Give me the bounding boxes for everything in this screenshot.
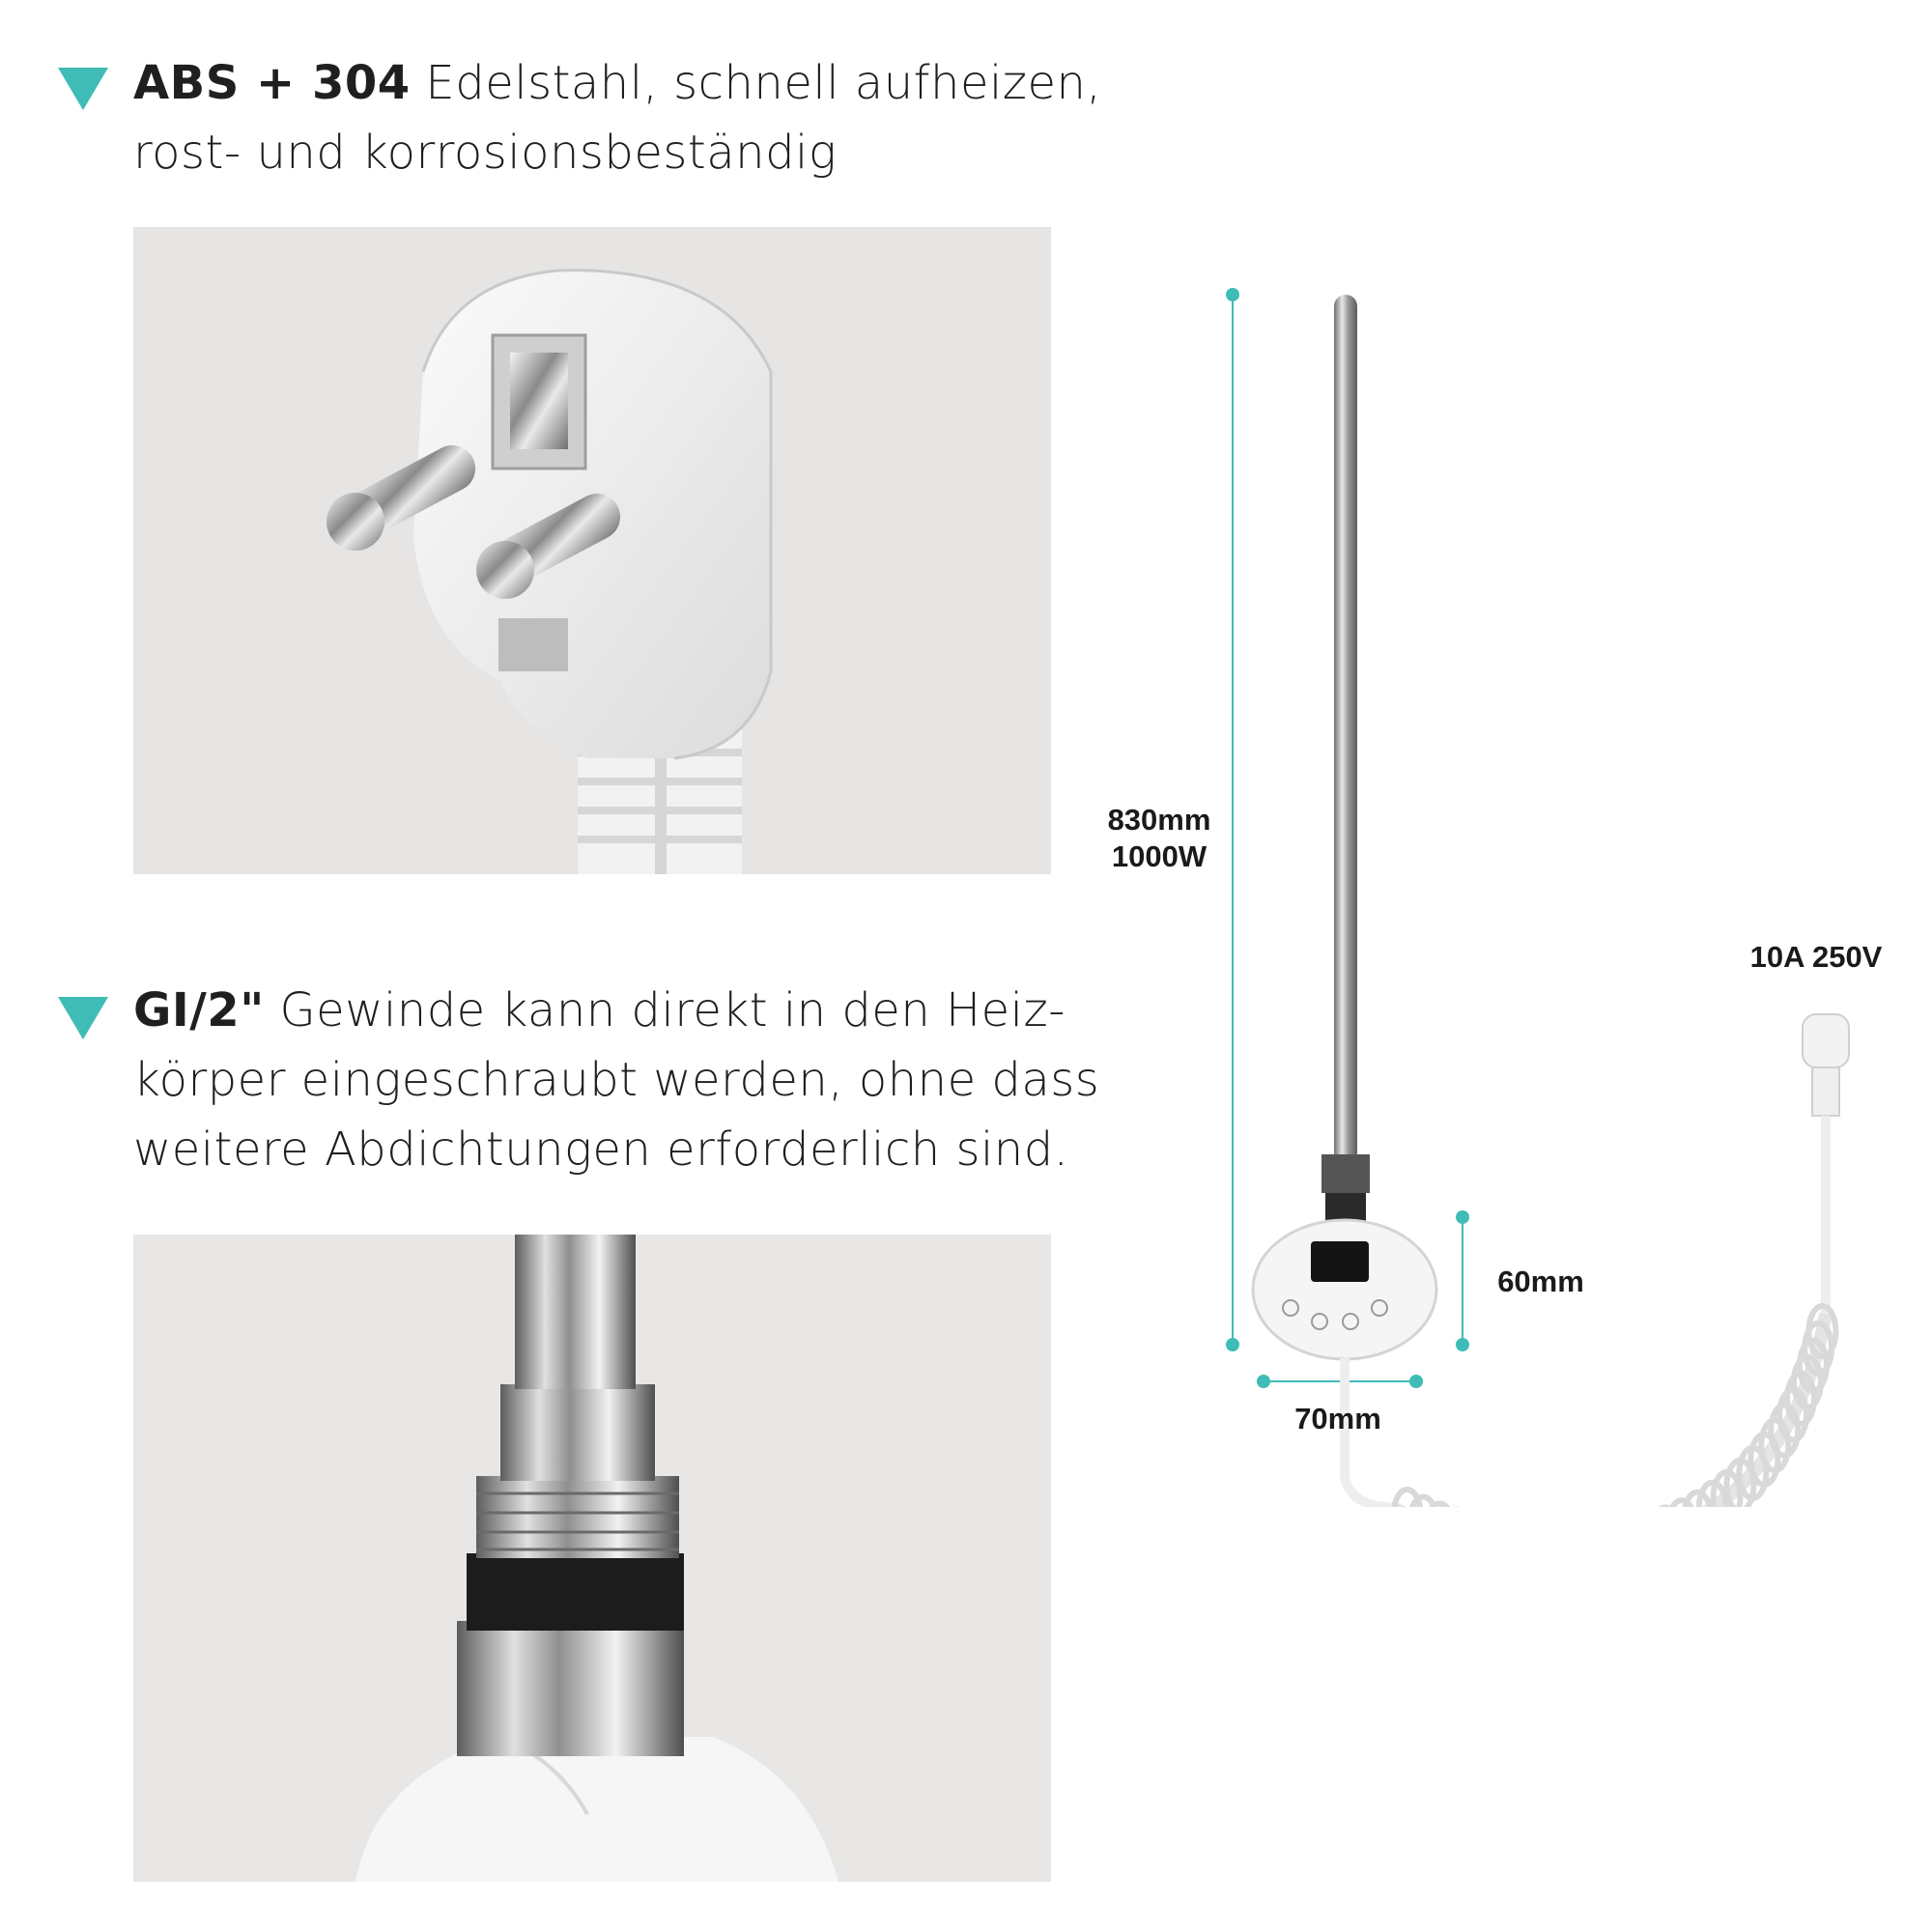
feature-text: GI/2" Gewinde kann direkt in den Heiz-kö… [133, 983, 1100, 1177]
thread-photo [133, 1235, 1051, 1882]
feature-bold: GI/2" [133, 983, 265, 1037]
triangle-bullet-icon [58, 997, 108, 1039]
height-label: 60mm [1497, 1264, 1584, 1298]
plug-photo [133, 227, 1051, 874]
triangle-bullet-icon [58, 68, 108, 110]
heating-rod-product-image [1226, 288, 1850, 1512]
schuko-plug-image [327, 269, 773, 874]
cable-coil [1391, 1487, 1423, 1507]
cable-coil [1682, 1489, 1714, 1507]
cable-coil [1408, 1493, 1437, 1507]
cable-coil [1429, 1500, 1451, 1507]
feature-text: ABS + 304 Edelstahl, schnell aufheizen,r… [133, 56, 1102, 180]
rating-label: 10A 250V [1749, 940, 1883, 974]
small-plug-image [1802, 1013, 1850, 1314]
coiled-cable-image [1391, 1303, 1839, 1507]
cable-coil [1669, 1497, 1694, 1507]
cable-coil [1768, 1402, 1802, 1459]
cable-coil [1805, 1303, 1839, 1360]
product-diagram [1063, 251, 1932, 1512]
width-label: 70mm [1294, 1402, 1381, 1435]
feature-abs-steel: ABS + 304 Edelstahl, schnell aufheizen,r… [58, 48, 1121, 187]
heating-element-thread-image [355, 1235, 838, 1882]
feature-thread: GI/2" Gewinde kann direkt in den Heiz-kö… [58, 976, 1121, 1184]
feature-bold: ABS + 304 [133, 56, 411, 110]
cable-coil [1695, 1479, 1729, 1507]
